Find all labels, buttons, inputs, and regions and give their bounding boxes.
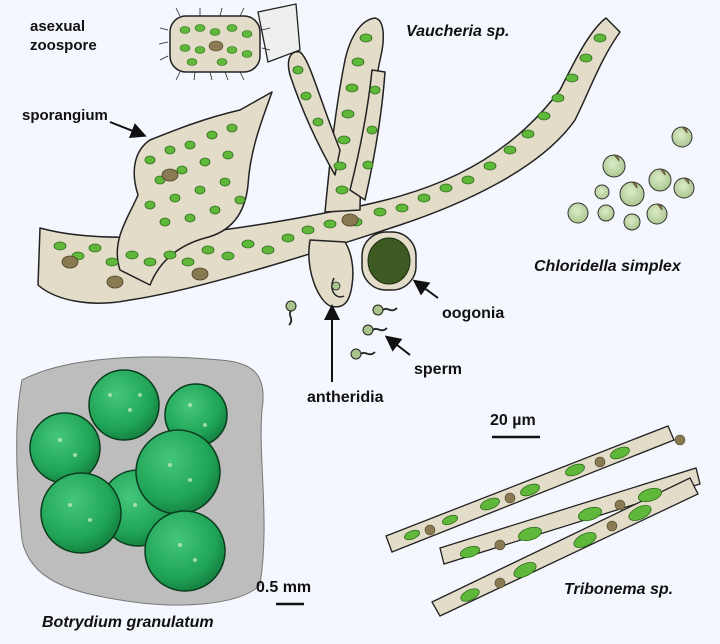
oogonium [361, 231, 417, 291]
antheridium [331, 277, 345, 298]
chloridella-cells [567, 126, 695, 231]
label-sporangium: sporangium [22, 107, 108, 124]
label-vaucheria: Vaucheria sp. [406, 23, 510, 40]
label-asexual-zoospore: asexual zoospore [30, 18, 97, 54]
label-botrydium: Botrydium granulatum [42, 614, 214, 631]
scale-bar-macro-label: 0.5 mm [256, 579, 312, 596]
label-chloridella: Chloridella simplex [534, 258, 681, 275]
tribonema-filaments [385, 425, 701, 617]
label-antheridia: antheridia [307, 389, 384, 406]
sperm-cells [285, 300, 398, 360]
callout-arrows [109, 121, 439, 382]
vaucheria-filament [37, 17, 621, 308]
label-sperm: sperm [414, 361, 463, 378]
scale-bar-micro-label: 20 µm [490, 412, 536, 429]
botrydium-cluster [16, 356, 265, 606]
label-oogonia: oogonia [442, 305, 505, 322]
label-tribonema: Tribonema sp. [564, 581, 674, 598]
asexual-zoospore [158, 3, 301, 81]
